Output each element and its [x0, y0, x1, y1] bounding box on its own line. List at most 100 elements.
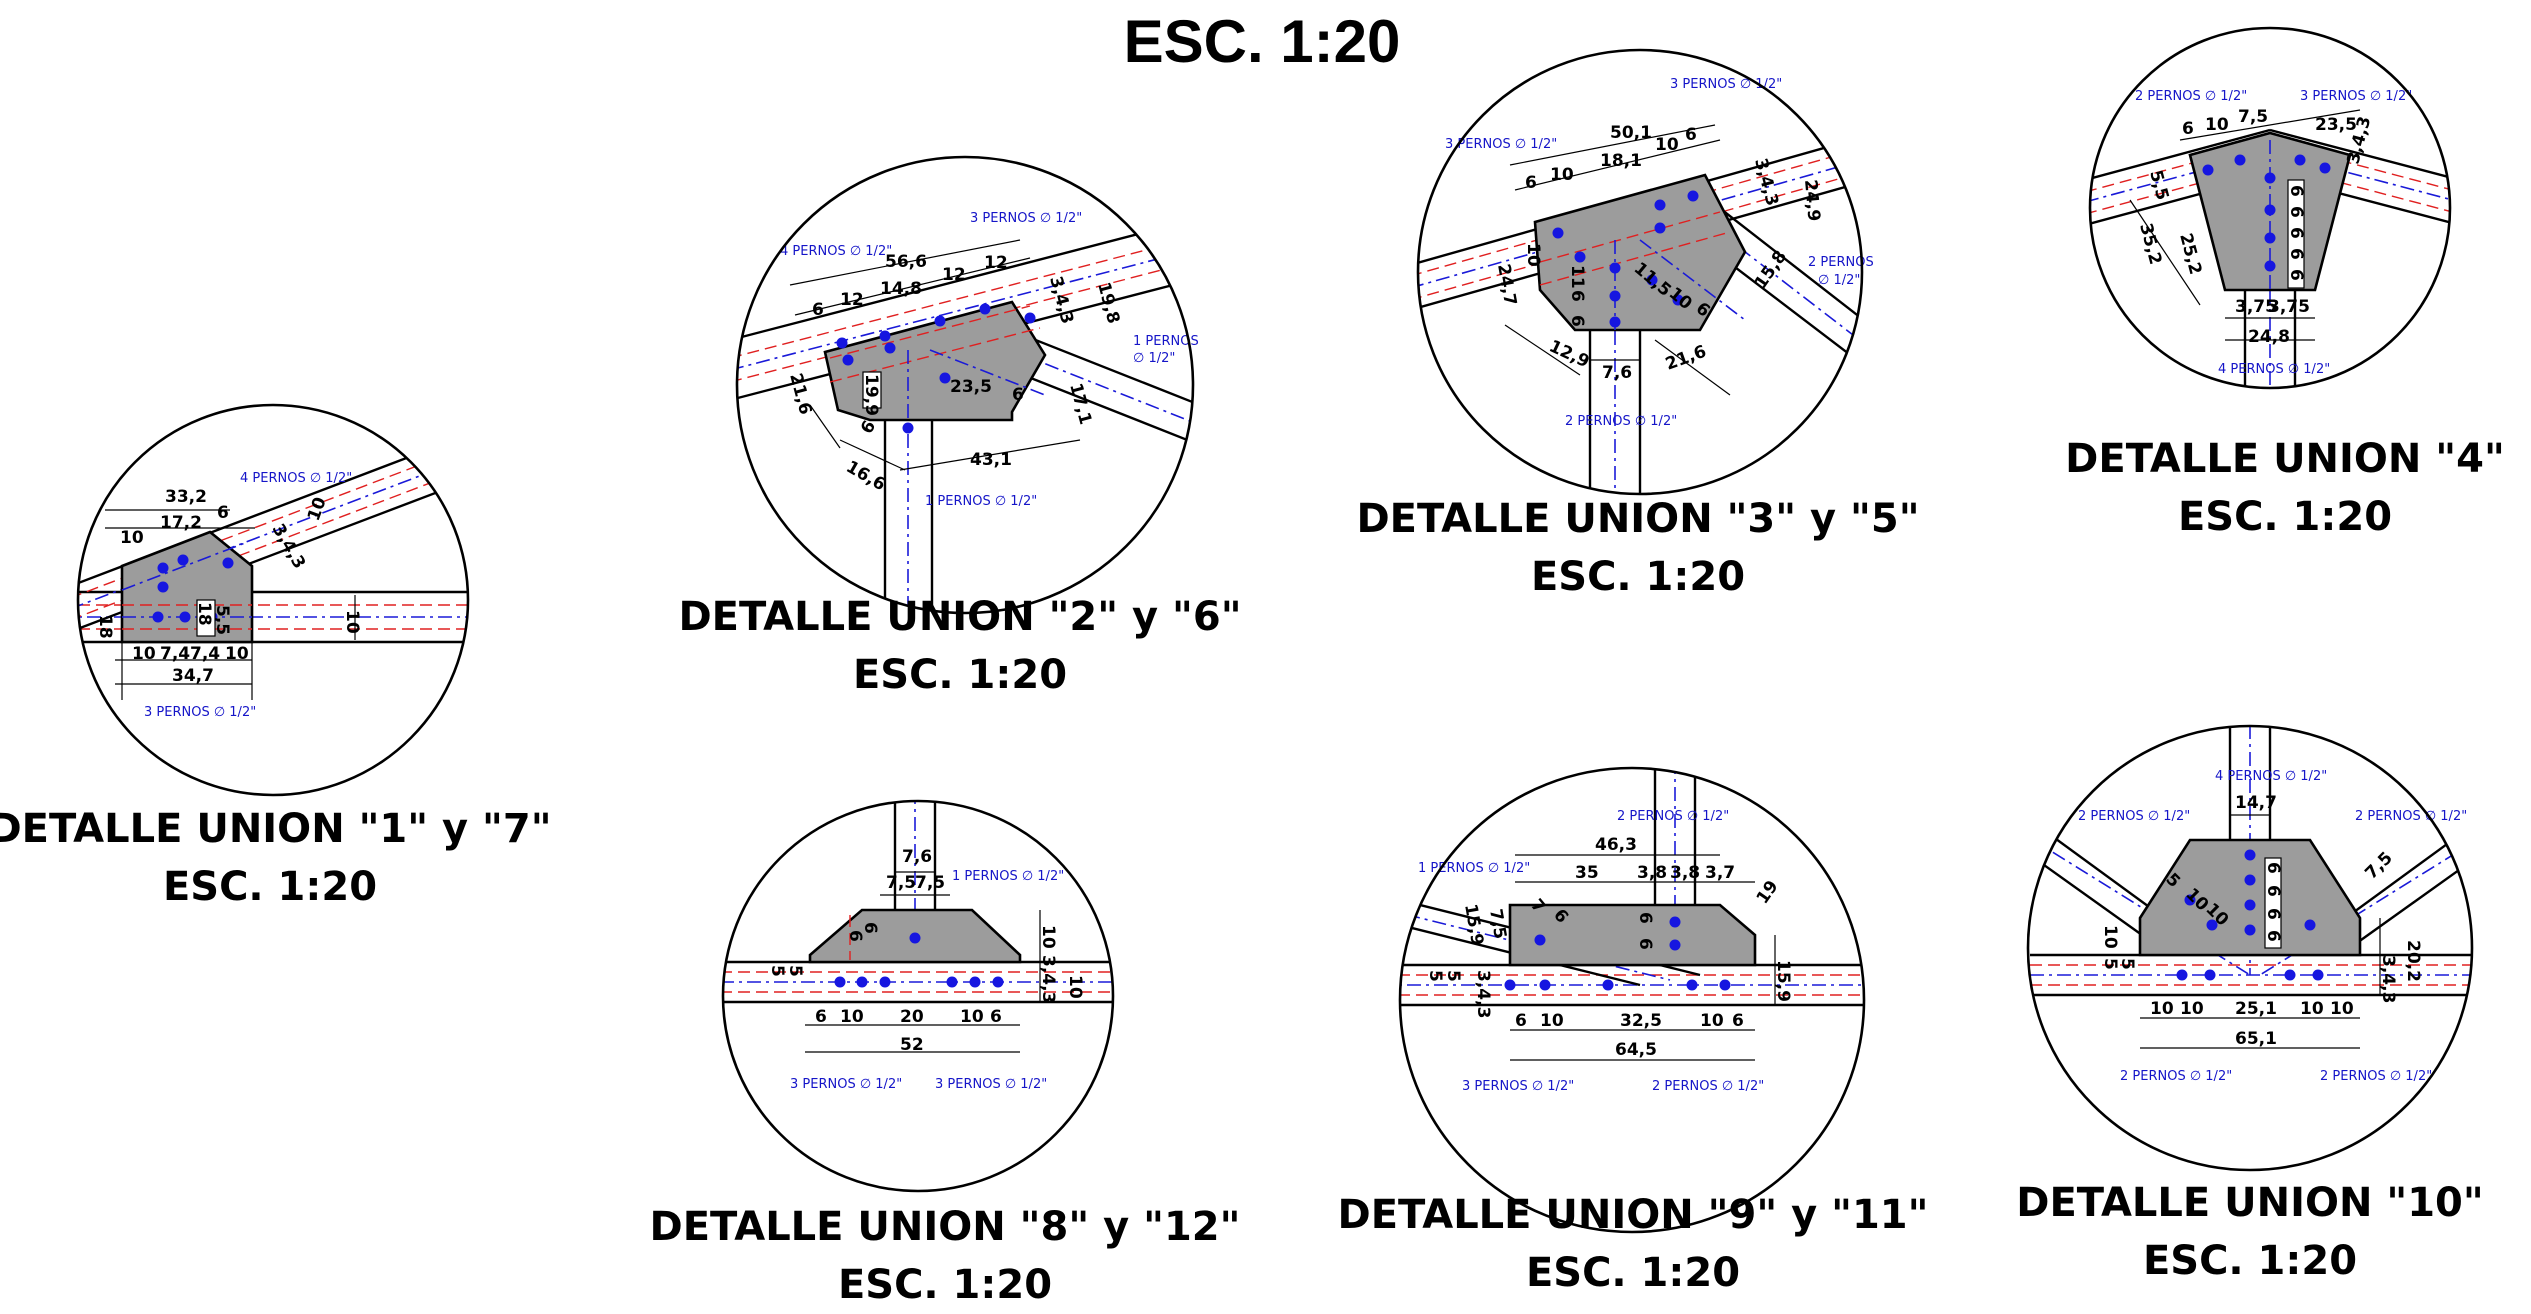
dim: 6 — [217, 503, 229, 523]
bolt-note: 2 PERNOS ∅ 1/2" — [2120, 1069, 2232, 1084]
bolt — [1574, 251, 1586, 263]
dim: 6 — [990, 1007, 1002, 1027]
dim: 3,4,3 — [1038, 955, 1058, 1003]
dim: 12 — [840, 290, 864, 310]
dim: 14,7 — [2235, 793, 2277, 813]
dim: 10 — [2205, 115, 2229, 135]
bolt — [2244, 924, 2256, 936]
bolt — [1654, 222, 1666, 234]
bolt — [1534, 934, 1546, 946]
detail-circle — [1398, 766, 1866, 1234]
bolt — [1687, 190, 1699, 202]
bolt — [2244, 899, 2256, 911]
bolt — [1024, 312, 1036, 324]
dim: 10 — [2300, 999, 2324, 1019]
bolt — [969, 976, 981, 988]
dim: 64,5 — [1615, 1040, 1657, 1060]
detail-circle — [735, 155, 1195, 615]
dim: 6 — [2286, 269, 2306, 281]
dim: 6 — [2263, 930, 2283, 942]
dim: 10 — [1700, 1011, 1724, 1031]
dim: 7,5 — [886, 873, 916, 893]
bolt — [2264, 204, 2276, 216]
dim: 25,2 — [2175, 231, 2205, 277]
dim: 5 — [1443, 970, 1463, 982]
bolt-note: 3 PERNOS ∅ 1/2" — [1462, 1079, 1574, 1094]
bolt — [1609, 316, 1621, 328]
bolt-note: 3 PERNOS ∅ 1/2" — [935, 1077, 1047, 1092]
detail-circle — [721, 799, 1115, 1193]
bolt — [1504, 979, 1516, 991]
bolt-note: 1 PERNOS — [1133, 334, 1199, 349]
bolt-note: 3 PERNOS ∅ 1/2" — [790, 1077, 902, 1092]
bolt-note: 3 PERNOS ∅ 1/2" — [970, 211, 1082, 226]
bolt-note: 2 PERNOS ∅ 1/2" — [1617, 809, 1729, 824]
bolt — [884, 342, 896, 354]
dim: 6 — [1515, 1011, 1527, 1031]
dim: 34,7 — [172, 666, 214, 686]
bolt — [1672, 294, 1684, 306]
dim: 6 — [2182, 119, 2194, 139]
bolt-note: 3 PERNOS ∅ 1/2" — [1445, 137, 1557, 152]
bolt-note: 3 PERNOS ∅ 1/2" — [144, 705, 256, 720]
bolt — [2204, 969, 2216, 981]
dim: 6 — [815, 1007, 827, 1027]
dim: 10 — [1038, 925, 1058, 949]
bolt — [2304, 919, 2316, 931]
detail-caption: DETALLE UNION "1" y "7" — [0, 806, 552, 852]
bolt — [1552, 227, 1564, 239]
detail-caption: DETALLE UNION "8" y "12" — [650, 1204, 1241, 1250]
dim: 6 — [2263, 908, 2283, 920]
bolt — [2264, 172, 2276, 184]
detail-caption: DETALLE UNION "10" — [2016, 1180, 2483, 1226]
detail-caption: DETALLE UNION "4" — [2065, 436, 2505, 482]
bolt — [1609, 262, 1621, 274]
dim: 3,8 — [1670, 863, 1700, 883]
dim: 6 — [845, 930, 865, 942]
bolt-note: 2 PERNOS ∅ 1/2" — [2135, 89, 2247, 104]
dim: 10 — [840, 1007, 864, 1027]
detail-scale: ESC. 1:20 — [853, 652, 1067, 698]
dim: 3,75 — [2235, 297, 2277, 317]
dim: 12 — [984, 253, 1008, 273]
bolt-note: 1 PERNOS ∅ 1/2" — [925, 494, 1037, 509]
bolt — [222, 557, 234, 569]
dim: 43,1 — [970, 450, 1012, 470]
detail-9-11: 46,3 35 3,8 3,8 3,7 19 15,9 7,5 7 6 6 6 … — [1338, 766, 1929, 1296]
dim: 3,4,3 — [1750, 156, 1782, 208]
dim: 7,4 — [160, 644, 190, 664]
detail-caption: DETALLE UNION "3" y "5" — [1356, 496, 1919, 542]
bolt-note: ∅ 1/2" — [1133, 351, 1175, 366]
dim: 35,2 — [2135, 221, 2165, 267]
dim: 10 — [2180, 999, 2204, 1019]
detail-caption: DETALLE UNION "9" y "11" — [1338, 1192, 1929, 1238]
dim: 6 — [2263, 862, 2283, 874]
dim: 12,9 — [1546, 336, 1592, 372]
detail-circle — [1416, 48, 1864, 496]
dim: 17,2 — [160, 513, 202, 533]
bolt — [2284, 969, 2296, 981]
bolt — [2206, 919, 2218, 931]
dim: 18,1 — [1600, 151, 1642, 171]
dim: 5 — [1425, 970, 1445, 982]
dim: 24,9 — [1800, 179, 1824, 223]
bolt — [2294, 154, 2306, 166]
detail-circle — [2026, 724, 2474, 1172]
bolt — [179, 611, 191, 623]
bolt — [939, 372, 951, 384]
bolt — [2264, 232, 2276, 244]
bolt — [1646, 274, 1658, 286]
dim: 19 — [1753, 877, 1783, 908]
dim: 6 — [1525, 173, 1537, 193]
dim: 3,4,3 — [268, 521, 310, 573]
dim: 23,5 — [2315, 115, 2357, 135]
dim: 16,6 — [843, 457, 889, 495]
bolt — [1539, 979, 1551, 991]
detail-scale: ESC. 1:20 — [163, 864, 377, 910]
dim: 33,2 — [165, 487, 207, 507]
dim: 65,1 — [2235, 1029, 2277, 1049]
detail-1-7: 33,2 10 17,2 6 3,4,3 10 18 18 5,5 10 7,4… — [0, 403, 552, 910]
dim: 10 — [1655, 135, 1679, 155]
bolt-note: 1 PERNOS ∅ 1/2" — [1418, 861, 1530, 876]
dim: 18 — [95, 615, 115, 639]
